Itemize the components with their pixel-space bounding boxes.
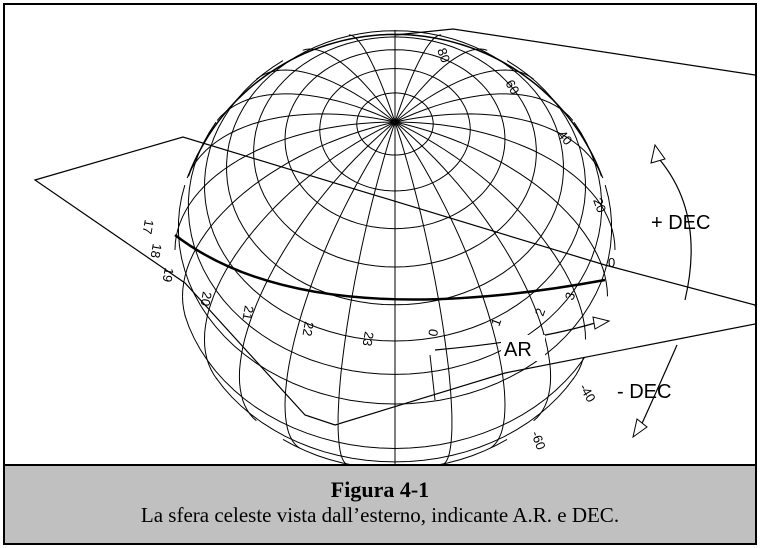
ar-arrowhead — [592, 316, 611, 330]
meridian-line — [182, 121, 396, 297]
meridian-line — [348, 34, 396, 123]
dec-tick-label: 60 — [502, 77, 522, 97]
meridian-line — [394, 113, 604, 179]
ra-tick-label: 3 — [562, 290, 579, 302]
ra-tick-label: 1 — [488, 316, 505, 328]
ra-tick-label: 19 — [160, 266, 177, 283]
meridian-line — [216, 93, 396, 123]
ra-tick-label: 2 — [532, 306, 549, 318]
meridian-line — [394, 93, 574, 123]
meridian-line — [186, 113, 396, 179]
dec-tick-label: -40 — [576, 381, 598, 405]
southern-meridian-line — [284, 404, 300, 449]
dec-tick-label: 80 — [434, 46, 453, 65]
ra-tick-label: 21 — [240, 304, 257, 321]
ra-tick-label: 20 — [198, 290, 215, 307]
plus-dec-label: + DEC — [651, 212, 710, 234]
southern-meridian-line — [533, 376, 552, 422]
ra-tick-label: 18 — [148, 242, 165, 259]
meridian-line — [394, 121, 586, 340]
plane-fold-line — [429, 354, 436, 401]
southern-meridian-line — [238, 376, 257, 422]
ra-tick-label: 22 — [300, 320, 317, 337]
meridian-line — [394, 121, 453, 423]
back-plane — [394, 28, 755, 76]
meridian-line — [337, 121, 396, 423]
meridian-line — [204, 121, 396, 340]
meridian-line — [394, 121, 616, 251]
plus-dec-arrow — [659, 159, 692, 301]
minus-dec-arrowhead — [632, 418, 648, 439]
ar-label: AR — [504, 339, 532, 361]
meridian-line — [394, 121, 608, 297]
meridian-line — [284, 121, 396, 406]
minus-dec-label: - DEC — [617, 381, 671, 403]
ar-label-bg — [501, 335, 545, 361]
upper-hemisphere — [174, 30, 616, 429]
ra-tick-label: 23 — [360, 330, 377, 347]
dec-tick-label: 0 — [608, 255, 615, 270]
caption-title: Figura 4-1 — [330, 477, 430, 502]
dec-tick-label: -60 — [528, 429, 549, 452]
equator-rim — [174, 234, 606, 301]
sphere-outline — [187, 33, 603, 177]
southern-meridian-line — [182, 296, 186, 316]
ra-tick-label: 0 — [425, 328, 441, 338]
meridian-line — [174, 121, 396, 251]
southern-meridian-line — [490, 404, 506, 449]
southern-meridian-line — [204, 339, 218, 380]
southern-meridian-line — [442, 422, 453, 464]
meridian-line — [238, 121, 396, 377]
southern-latitude-line — [282, 438, 508, 464]
plus-dec-arrowhead — [650, 143, 666, 164]
meridian-line — [394, 121, 552, 377]
meridian-line — [394, 121, 506, 406]
southern-meridian-line — [337, 422, 348, 464]
lower-hemisphere — [182, 296, 608, 464]
dec-tick-label: 20 — [590, 196, 609, 215]
ra-tick-label: 17 — [140, 218, 157, 235]
figure-caption: Figura 4-1 La sfera celeste vista dall’e… — [5, 464, 755, 543]
caption-text: La sfera celeste vista dall’esterno, ind… — [140, 503, 620, 527]
meridian-line — [394, 34, 442, 123]
